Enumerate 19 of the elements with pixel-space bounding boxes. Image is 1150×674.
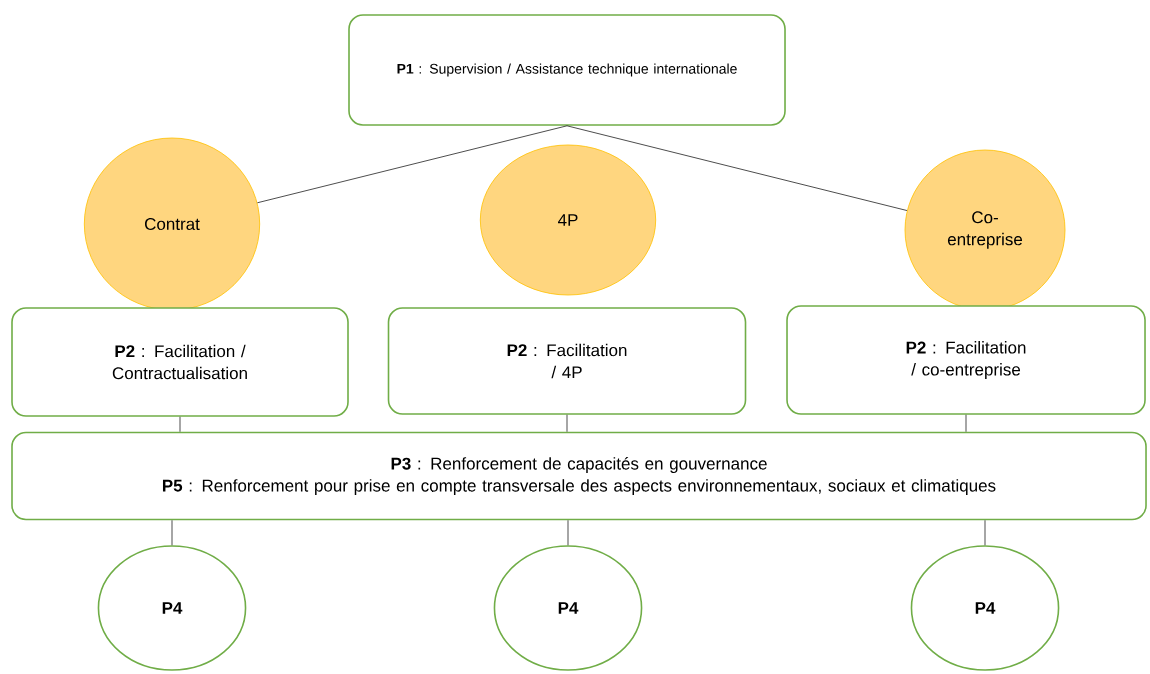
connector-line [171,519,173,546]
circle-node: P4 [910,545,1060,671]
connector-line [965,414,967,433]
process-box: P2 : Facilitation / co-entreprise [786,305,1146,415]
connector-line [179,416,181,433]
ellipse-node: Co-entreprise [904,149,1066,311]
connector-line [984,519,986,546]
circle-node: P4 [493,545,643,671]
ellipse-node: 4P [479,144,657,296]
process-box: P3 : Renforcement de capacités en gouvernance P5 : Renforcement pour prise en compte transversale des aspects environnementaux, sociaux et climatiques [11,431,1147,521]
connector-line [566,414,568,433]
connector-line [566,125,908,211]
process-box: P1 : Supervision / Assistance technique internationale [348,14,786,126]
connector-line [257,125,568,204]
process-box: P2 : Facilitation / Contractualisation [11,307,349,417]
connector-line [567,519,569,546]
ellipse-node: Contrat [83,137,261,311]
circle-node: P4 [97,545,247,671]
process-box: P2 : Facilitation / 4P [387,307,747,415]
